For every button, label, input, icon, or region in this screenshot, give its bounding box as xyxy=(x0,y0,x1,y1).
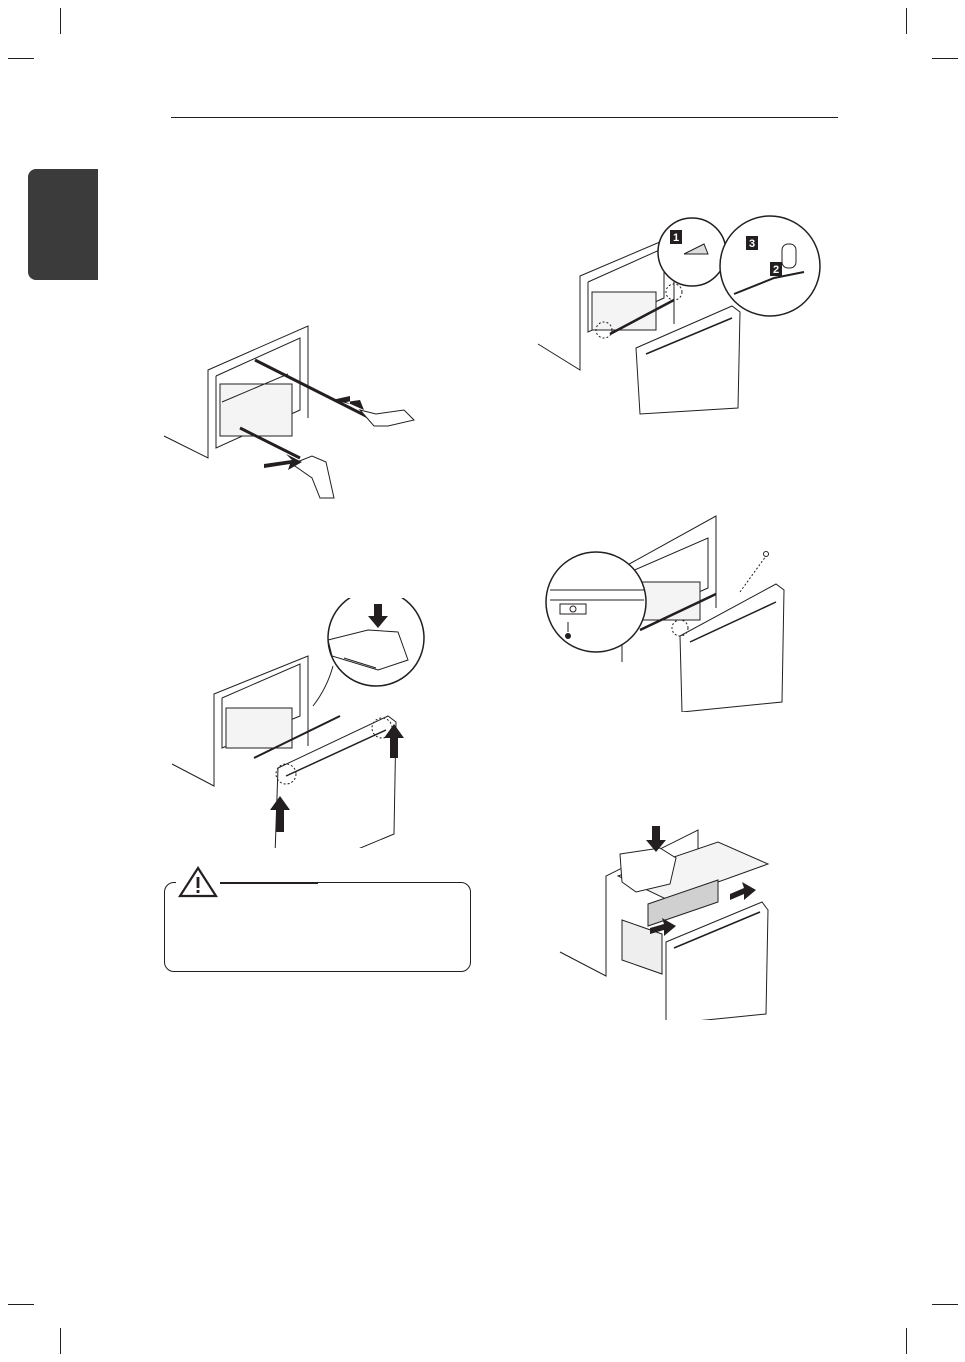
remove-gear-figure: 1 2 3 xyxy=(534,208,824,418)
arrow-right-icon xyxy=(730,882,756,900)
crop-mark xyxy=(932,58,958,59)
warning-triangle-icon xyxy=(176,864,220,900)
crop-mark xyxy=(8,1304,34,1305)
screw-icon xyxy=(565,633,571,639)
section-tab xyxy=(28,169,98,280)
crop-mark xyxy=(60,1328,61,1354)
crop-mark xyxy=(906,1328,907,1354)
arrow-down-icon xyxy=(646,826,666,852)
svg-text:3: 3 xyxy=(749,238,755,250)
remove-screw-figure xyxy=(540,512,790,712)
lift-drawer-off-figure xyxy=(168,598,428,848)
svg-text:2: 2 xyxy=(773,264,779,276)
pull-rails-out-figure xyxy=(160,318,420,503)
caution-title-rule xyxy=(218,882,318,884)
svg-text:1: 1 xyxy=(673,232,679,244)
crop-mark xyxy=(8,58,34,59)
crop-mark xyxy=(60,8,61,34)
lower-basket-figure xyxy=(558,824,778,1020)
caution-text xyxy=(180,906,460,962)
header-rule xyxy=(171,117,838,118)
crop-mark xyxy=(906,8,907,34)
crop-mark xyxy=(932,1304,958,1305)
